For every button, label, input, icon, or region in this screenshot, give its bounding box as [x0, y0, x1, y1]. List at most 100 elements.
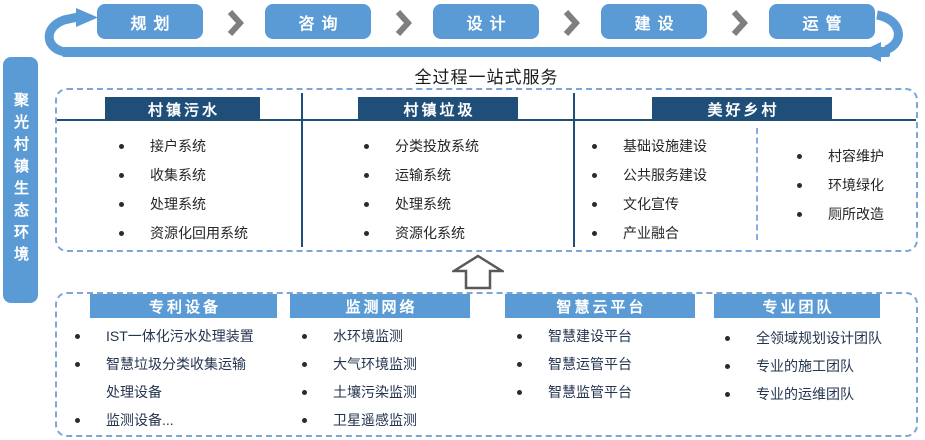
bullet-icon: [592, 201, 597, 207]
list-item-label: 智慧垃圾分类收集运输: [106, 356, 246, 372]
list-item: 智慧运管平台: [517, 354, 632, 374]
list-item-label: IST一体化污水处理装置: [106, 328, 254, 344]
list-item: 全领域规划设计团队: [725, 328, 882, 348]
sub-column-divider: [756, 128, 758, 240]
list-item: 环境绿化: [797, 175, 884, 195]
capabilities-panel: 专利设备 监测网络 智慧云平台 专业团队 IST一体化污水处理装置 智慧垃圾分类…: [55, 292, 918, 437]
bullet-icon: [302, 389, 307, 395]
list-item-label: 监测设备...: [106, 412, 174, 428]
list-item: 运输系统: [364, 165, 479, 185]
list-item-label: 公共服务建设: [623, 167, 707, 183]
smart-cloud-list: 智慧建设平台 智慧运管平台 智慧监管平台: [517, 326, 632, 402]
chevron-right-icon: [731, 9, 748, 37]
list-item: 文化宣传: [592, 194, 707, 214]
bullet-icon: [364, 201, 369, 207]
list-item-label: 智慧运管平台: [548, 356, 632, 372]
list-item: 村容维护: [797, 146, 884, 166]
bullet-icon: [725, 363, 730, 369]
bullet-icon: [119, 143, 124, 149]
chevron-right-icon: [563, 9, 580, 37]
bullet-icon: [517, 389, 522, 395]
bullet-icon: [797, 153, 802, 159]
list-item: 大气环境监测: [302, 354, 417, 374]
header-professional-team: 专业团队: [714, 294, 880, 318]
list-item-label: 智慧监管平台: [548, 384, 632, 400]
list-item: 智慧垃圾分类收集运输: [75, 354, 254, 374]
list-item: 资源化系统: [364, 223, 479, 243]
list-item-label: 土壤污染监测: [333, 384, 417, 400]
bullet-icon: [302, 361, 307, 367]
list-item-label: 文化宣传: [623, 196, 679, 212]
list-item-label: 收集系统: [150, 167, 206, 183]
list-item-label: 卫星遥感监测: [333, 412, 417, 428]
column-divider: [573, 93, 575, 247]
list-item: 收集系统: [119, 165, 248, 185]
list-item-label: 分类投放系统: [395, 138, 479, 154]
bullet-icon: [119, 201, 124, 207]
bullet-icon: [302, 417, 307, 423]
list-item: 分类投放系统: [364, 136, 479, 156]
list-item-label: 产业融合: [623, 225, 679, 241]
stage-planning: 规划: [97, 4, 203, 39]
patent-equipment-list: IST一体化污水处理装置 智慧垃圾分类收集运输 处理设备 监测设备...: [75, 326, 254, 430]
list-item: 智慧监管平台: [517, 382, 632, 402]
list-item-label: 运输系统: [395, 167, 451, 183]
list-item: 监测设备...: [75, 410, 254, 430]
services-panel: 村镇污水 村镇垃圾 美好乡村 接户系统 收集系统 处理系统 资源化回用系统 分类…: [55, 88, 918, 252]
header-village: 美好乡村: [652, 97, 832, 121]
header-monitoring-network: 监测网络: [290, 294, 470, 318]
professional-team-list: 全领域规划设计团队 专业的施工团队 专业的运维团队: [725, 328, 882, 404]
cycle-arrow-icon: [44, 8, 903, 62]
list-item: 专业的运维团队: [725, 384, 882, 404]
bullet-icon: [302, 333, 307, 339]
list-item: 土壤污染监测: [302, 382, 417, 402]
one-stop-service-caption: 全过程一站式服务: [414, 68, 559, 87]
list-item-label: 大气环境监测: [333, 356, 417, 372]
list-item-label: 专业的运维团队: [756, 386, 854, 402]
list-item: 厕所改造: [797, 204, 884, 224]
bullet-icon: [592, 172, 597, 178]
list-item: 接户系统: [119, 136, 248, 156]
bullet-icon: [364, 230, 369, 236]
list-item: 智慧建设平台: [517, 326, 632, 346]
list-item-label: 资源化系统: [395, 225, 465, 241]
chevron-right-icon: [227, 9, 244, 37]
list-item: 公共服务建设: [592, 165, 707, 185]
bullet-icon: [364, 172, 369, 178]
bullet-icon: [75, 417, 80, 423]
list-item: 处理系统: [364, 194, 479, 214]
up-arrow-icon: [452, 254, 504, 290]
list-item-label: 智慧建设平台: [548, 328, 632, 344]
list-item-label: 资源化回用系统: [150, 225, 248, 241]
village-list-left: 基础设施建设 公共服务建设 文化宣传 产业融合: [592, 136, 707, 243]
list-item-label: 基础设施建设: [623, 138, 707, 154]
list-item-label: 专业的施工团队: [756, 358, 854, 374]
header-smart-cloud: 智慧云平台: [505, 294, 695, 318]
list-item-label: 处理设备: [106, 384, 162, 400]
stage-construction: 建设: [601, 4, 707, 39]
bullet-icon: [797, 211, 802, 217]
stage-consulting: 咨询: [265, 4, 371, 39]
column-divider: [301, 93, 303, 247]
list-item-label: 村容维护: [828, 148, 884, 164]
list-item: 处理系统: [119, 194, 248, 214]
bullet-icon: [592, 143, 597, 149]
bullet-icon: [725, 335, 730, 341]
header-sewage: 村镇污水: [105, 97, 260, 121]
bullet-icon: [517, 361, 522, 367]
bullet-icon: [119, 230, 124, 236]
bullet-icon: [725, 391, 730, 397]
list-item-label: 处理系统: [150, 196, 206, 212]
list-item: 基础设施建设: [592, 136, 707, 156]
bullet-icon: [592, 230, 597, 236]
list-item: 专业的施工团队: [725, 356, 882, 376]
list-item: 资源化回用系统: [119, 223, 248, 243]
bullet-icon: [75, 361, 80, 367]
village-list-right: 村容维护 环境绿化 厕所改造: [797, 146, 884, 224]
monitoring-network-list: 水环境监测 大气环境监测 土壤污染监测 卫星遥感监测: [302, 326, 417, 430]
bullet-icon: [797, 182, 802, 188]
bullet-icon: [364, 143, 369, 149]
stage-design: 设计: [433, 4, 539, 39]
list-item: 产业融合: [592, 223, 707, 243]
